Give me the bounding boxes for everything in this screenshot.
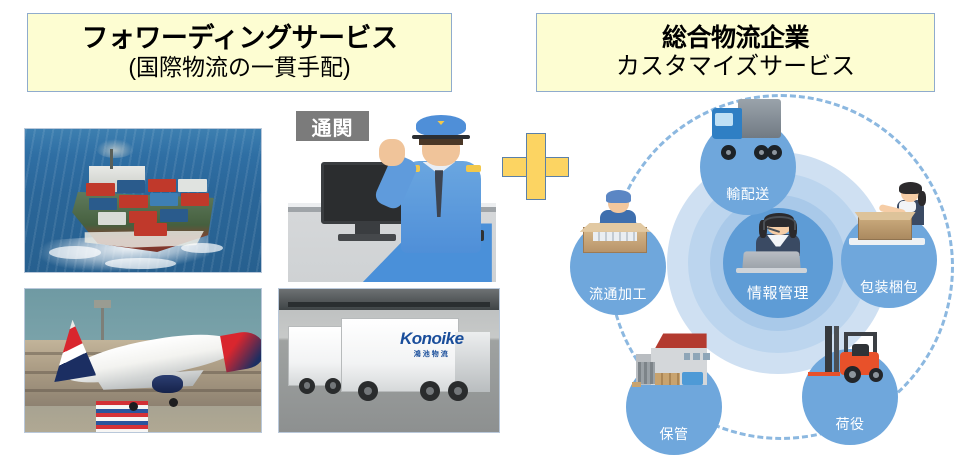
customs-officer-figure <box>372 115 492 253</box>
diagram-node-packaging[interactable]: 包装梱包 <box>841 182 937 308</box>
truck-wheel <box>298 377 315 394</box>
ship-hull-waterline <box>84 230 205 248</box>
ship-smoke <box>95 139 134 158</box>
delivery-truck-icon <box>700 89 796 163</box>
plus-sign-icon <box>502 133 569 200</box>
integrated-logistics-subtitle: カスタマイズサービス <box>615 52 856 80</box>
container <box>88 197 118 211</box>
secondary-truck-body <box>287 326 345 387</box>
konoike-logo-sub: 鴻池物流 <box>413 351 450 359</box>
node-label-distribution-processing: 流通加工 <box>589 286 647 302</box>
warehouse-icon <box>626 329 722 403</box>
diagram-node-storage[interactable]: 保管 <box>626 333 722 455</box>
officer-waving-hand <box>379 138 406 167</box>
british-airways-aircraft-photo <box>24 288 262 433</box>
container <box>178 179 207 192</box>
landing-gear <box>168 397 178 407</box>
foam <box>105 257 177 270</box>
officer-cap <box>412 115 470 139</box>
container <box>86 183 115 197</box>
background-aircraft-tail <box>95 400 148 432</box>
aircraft-engine <box>152 374 184 394</box>
konoike-trucks-photo: Konoike 鴻池物流 <box>278 288 500 433</box>
customs-clearance-badge: 通関 <box>296 111 369 141</box>
forwarding-service-title-box: フォワーディングサービス (国際物流の一貫手配) <box>27 13 452 92</box>
worker-packing-box-icon <box>841 182 937 256</box>
container <box>128 210 158 224</box>
container <box>117 180 146 194</box>
officer-tie <box>434 170 444 217</box>
container <box>119 194 148 208</box>
node-label-packaging: 包装梱包 <box>860 279 918 295</box>
container <box>150 193 179 207</box>
node-label-information-management: 情報管理 <box>746 285 809 302</box>
customs-clearance-illustration <box>288 110 496 282</box>
diagram-node-transport[interactable]: 輸配送 <box>700 99 796 215</box>
truck-wheel <box>419 380 440 401</box>
node-label-transport: 輸配送 <box>726 186 770 202</box>
diagram-node-information-management[interactable]: 情報管理 <box>723 208 833 318</box>
node-label-storage: 保管 <box>659 426 689 442</box>
officer-epaulette <box>465 164 482 172</box>
forklift-icon <box>802 319 898 393</box>
truck-wheel <box>325 377 342 394</box>
floodlight-pole <box>93 300 111 341</box>
landing-gear <box>128 401 138 411</box>
foam <box>48 246 101 260</box>
monitor-base <box>337 233 397 241</box>
logistics-services-circular-diagram: 情報管理 輸配送 <box>560 94 974 455</box>
container-ship-photo <box>24 128 262 273</box>
node-label-cargo-handling: 荷役 <box>835 416 865 432</box>
loading-dock-canopy <box>279 289 499 311</box>
forwarding-service-subtitle: (国際物流の一貫手配) <box>128 54 351 81</box>
diagram-node-distribution-processing[interactable]: 流通加工 <box>570 190 666 315</box>
headset-operator-icon <box>723 213 833 288</box>
monitor-stand <box>354 223 380 236</box>
main-truck-body <box>340 317 460 392</box>
foam <box>180 243 224 254</box>
container <box>180 193 210 207</box>
container <box>159 209 188 222</box>
integrated-logistics-title-box: 総合物流企業 カスタマイズサービス <box>536 13 935 92</box>
konoike-logo-text: Konoike <box>400 329 464 349</box>
worker-with-carton-icon <box>570 189 666 263</box>
diagram-node-cargo-handling[interactable]: 荷役 <box>802 326 898 445</box>
truck-wheel <box>358 380 379 401</box>
truck-wheel <box>448 380 469 401</box>
ship-mast <box>109 149 113 170</box>
container <box>147 179 177 192</box>
forwarding-service-title: フォワーディングサービス <box>81 23 398 54</box>
integrated-logistics-title: 総合物流企業 <box>661 23 810 52</box>
customs-clearance-label: 通関 <box>311 117 354 140</box>
container <box>133 223 167 237</box>
konoike-logo: Konoike 鴻池物流 <box>400 329 464 359</box>
container <box>98 211 127 225</box>
